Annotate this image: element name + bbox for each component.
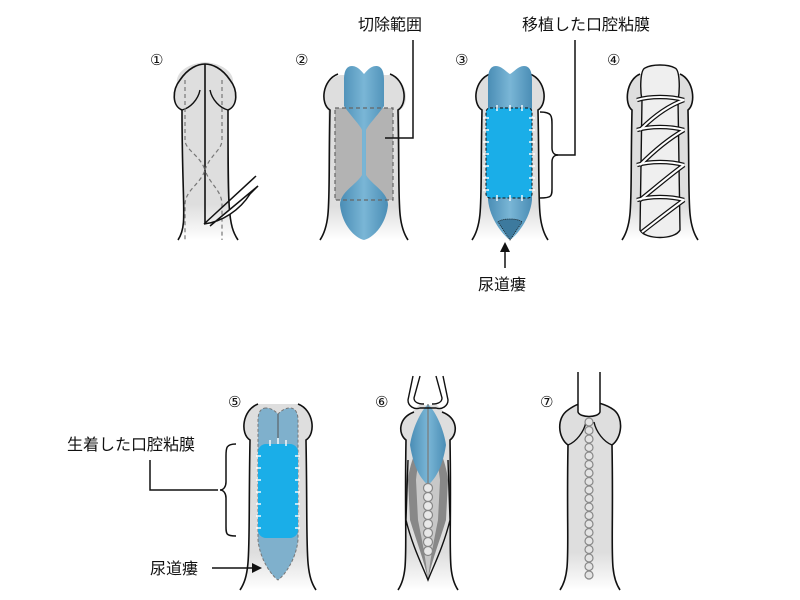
step-number-2: ② (295, 51, 308, 69)
oral-mucosa-graft (485, 107, 533, 199)
mucosa-bracket (219, 443, 237, 537)
fistula-label-5: 尿道瘻 (150, 559, 198, 578)
urethral-fistula (497, 218, 523, 241)
step-number-1: ① (150, 51, 163, 69)
suture-bead (584, 544, 594, 555)
step-2: ② 切除範囲 (295, 15, 422, 241)
suture-bead (584, 425, 594, 436)
step-4: ④ (607, 51, 699, 241)
suture-bead (584, 519, 594, 529)
step-5: ⑤ 生着した口腔粘膜 尿道瘻 (67, 393, 317, 591)
excision-range-leader (385, 40, 414, 139)
suture-bead (584, 553, 594, 563)
step-1: ① (150, 51, 259, 241)
suture-bead (584, 502, 594, 512)
suture-bead (584, 417, 594, 427)
sutures-step7 (584, 417, 594, 580)
suture-bead (584, 536, 594, 546)
step-number-3: ③ (455, 51, 468, 69)
engrafted-mucosa (258, 444, 298, 538)
suture-bead (584, 570, 594, 580)
suture-bead (584, 485, 594, 495)
fistula-label-3: 尿道瘻 (478, 275, 526, 294)
step-number-7: ⑦ (540, 393, 553, 411)
scalpel-icon (203, 175, 259, 227)
excision-range-label: 切除範囲 (358, 15, 422, 34)
arrow-right-icon (252, 563, 262, 573)
suture-bead (584, 476, 594, 487)
retractor-icon (407, 375, 449, 410)
catheter-icon (577, 372, 601, 418)
suture-bead (584, 561, 594, 572)
suture-bead (584, 510, 594, 521)
engrafted-mucosa-label: 生着した口腔粘膜 (67, 435, 195, 454)
step-number-4: ④ (607, 51, 620, 69)
graft-bracket (539, 111, 559, 199)
step-number-5: ⑤ (228, 393, 241, 411)
step-3: ③ 移植した口腔粘膜 尿道瘻 (455, 15, 650, 294)
suture-bead (584, 434, 594, 444)
suture-bead (584, 442, 594, 453)
suture-bead (584, 459, 594, 470)
suture-bead (584, 451, 594, 461)
sutures (422, 482, 434, 557)
step-6: ⑥ (375, 375, 459, 591)
transplanted-mucosa-label: 移植した口腔粘膜 (522, 15, 650, 34)
suture-bead (584, 493, 594, 504)
step-7: ⑦ (540, 372, 622, 591)
step-number-6: ⑥ (375, 393, 388, 411)
suture-bead (584, 527, 594, 538)
arrow-up-icon (500, 242, 510, 252)
suture-bead (584, 468, 594, 478)
